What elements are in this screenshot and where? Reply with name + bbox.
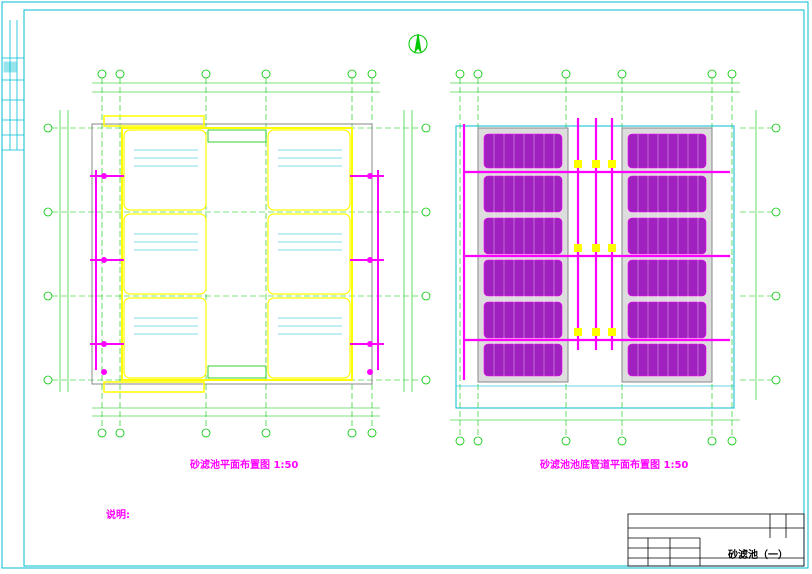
title-block-drawing-name: 砂滤池（一） (728, 550, 788, 561)
binding-strip (2, 20, 24, 151)
right-plan (450, 69, 781, 446)
left-plan-caption: 砂滤池平面布置图 1:50 (190, 460, 299, 471)
title-block (627, 513, 805, 567)
notes-label: 说明: (106, 510, 130, 521)
north-arrow-icon (408, 33, 428, 54)
right-plan-caption: 砂滤池池底管道平面布置图 1:50 (540, 460, 689, 471)
sheet-inner-frame (23, 9, 805, 567)
left-plan (43, 69, 431, 438)
